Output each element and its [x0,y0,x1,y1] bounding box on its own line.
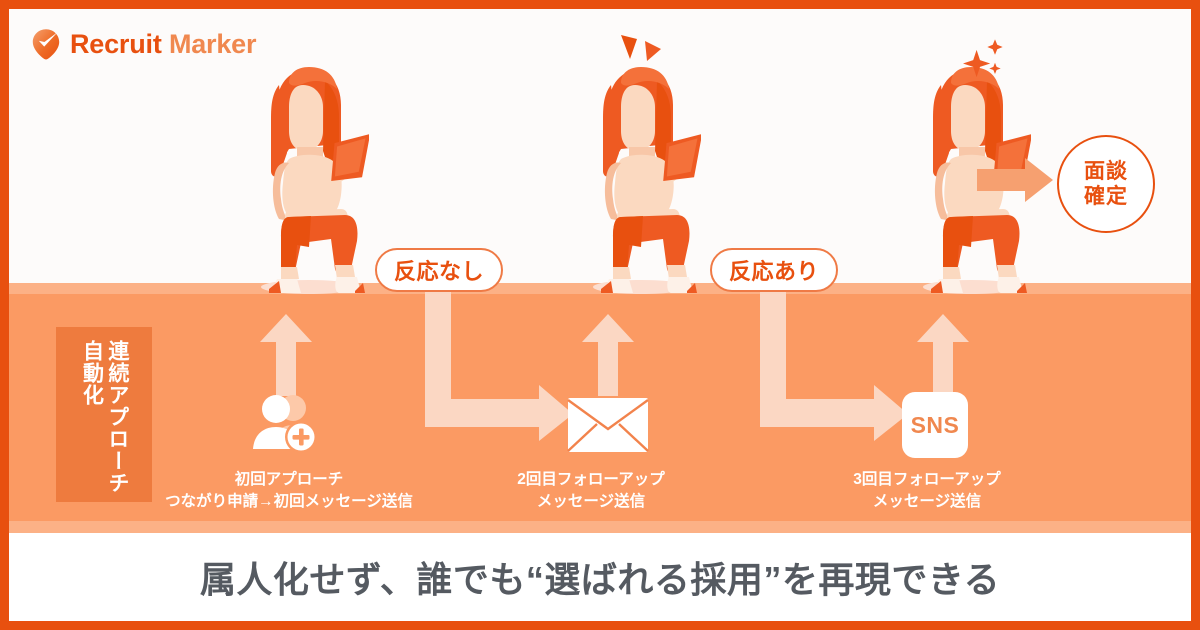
branch-badge-response-label: 反応あり [729,259,820,284]
step-caption-2-line2: メッセージ送信 [536,493,646,510]
up-arrow-icon-2 [582,314,634,396]
step-caption-3-line1: 3回目フォローアップ [853,471,1001,488]
person-add-icon [253,395,317,453]
sns-box-icon: SNS [902,392,968,458]
step-icon-third-followup: SNS [902,392,968,458]
branch-elbow-arrow-2 [760,271,908,441]
side-label-line-left: 自動化 [80,340,104,406]
up-arrow-icon-3 [917,314,969,396]
branch-badge-response: 反応あり [710,248,839,292]
up-arrow-icon-1 [260,314,312,396]
step-icon-initial-approach [252,392,320,454]
brand-name: Recruit Marker [70,28,257,59]
figure-walking-woman-3 [923,67,1031,294]
notification-marks-icon [621,35,661,61]
step-caption-2: 2回目フォローアップ メッセージ送信 [517,469,665,513]
branch-badge-no-response: 反応なし [375,248,504,292]
branch-elbow-arrow-1 [425,271,573,441]
side-label-automation: 連続アプローチ 自動化 [56,327,152,502]
pin-check-icon [32,29,60,60]
brand-name-part1: Recruit [70,28,162,59]
side-label-line-right: 連続アプローチ [105,340,129,494]
tagline-text: 属人化せず、誰でも“選ばれる採用”を再現できる [199,559,1001,600]
step-caption-3: 3回目フォローアップ メッセージ送信 [853,469,1001,513]
step-caption-3-line2: メッセージ送信 [872,493,982,510]
step-caption-1: 初回アプローチ つながり申請→初回メッセージ送信 [165,469,413,513]
result-badge: 面談 確定 [1057,135,1155,233]
brand-logo[interactable]: Recruit Marker [31,28,256,60]
figure-walking-woman-2 [593,67,701,294]
step-caption-1-line1: 初回アプローチ [234,471,344,488]
step-caption-2-line1: 2回目フォローアップ [517,471,665,488]
step-icon-second-followup [567,397,649,453]
step-caption-1-line2: つながり申請→初回メッセージ送信 [165,493,413,510]
figure-walking-woman-1 [261,67,369,294]
sns-box-label: SNS [910,411,960,438]
branch-badge-no-response-label: 反応なし [394,259,485,284]
process-band-bottom-edge [9,521,1191,533]
tagline-bar: 属人化せず、誰でも“選ばれる採用”を再現できる [9,533,1191,621]
sparkles-icon [963,39,1003,78]
result-arrow-icon [977,158,1053,202]
brand-name-part2: Marker [168,28,257,59]
envelope-icon [567,398,649,452]
result-badge-line2: 確定 [1084,185,1128,208]
result-badge-line1: 面談 [1084,159,1128,183]
banner-inner: Recruit Marker [9,9,1191,621]
